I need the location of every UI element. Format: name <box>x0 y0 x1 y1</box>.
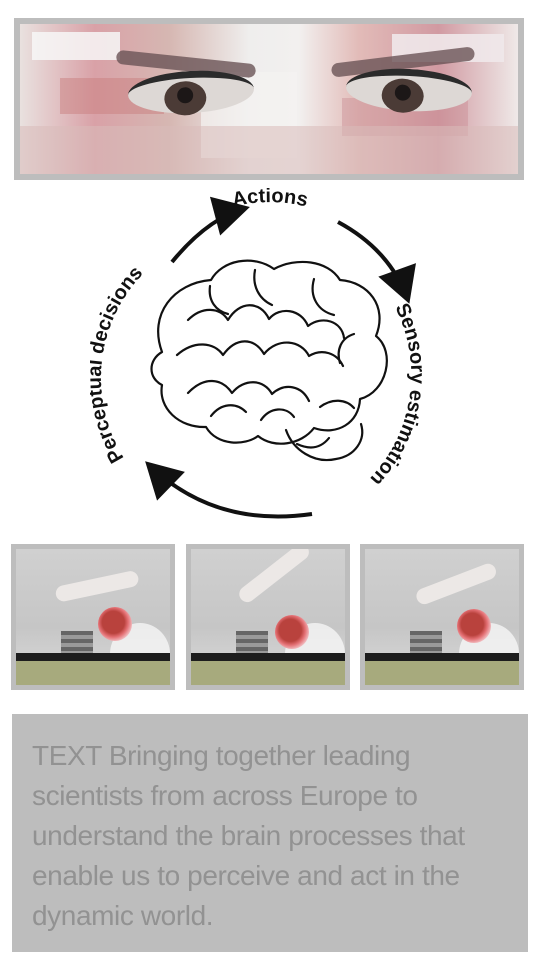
robot-arm <box>414 561 499 607</box>
pixel-block <box>20 126 518 174</box>
robot-arm-image <box>191 549 345 685</box>
robot-arm-photo <box>186 544 350 690</box>
table-surface <box>191 661 345 685</box>
actions-label: Actions <box>230 188 310 211</box>
bench-edge <box>191 653 345 663</box>
perception-action-cycle-diagram: Actions Sensory estimation Perceptual de… <box>90 188 428 519</box>
brain-outline-icon <box>150 259 388 462</box>
robot-arm <box>236 549 313 606</box>
robot-arm-photo <box>360 544 524 690</box>
caption-box: TEXT Bringing together leading scientist… <box>12 714 528 952</box>
table-surface <box>16 661 170 685</box>
target-object <box>275 615 309 649</box>
caption-text: TEXT Bringing together leading scientist… <box>32 740 465 932</box>
table-surface <box>365 661 519 685</box>
cycle-arrow <box>337 220 416 304</box>
arm-mount <box>61 631 93 657</box>
robot-arm-image <box>16 549 170 685</box>
cycle-arrow <box>170 196 250 264</box>
target-object <box>98 607 132 641</box>
eyes-photo <box>14 18 524 180</box>
perceptual-decisions-label: Perceptual decisions <box>90 262 147 467</box>
pixel-block <box>32 32 120 60</box>
arm-mount <box>410 631 442 657</box>
sensory-estimation-label: Sensory estimation <box>366 300 428 490</box>
bench-edge <box>16 653 170 663</box>
robot-arm <box>54 569 140 603</box>
bench-edge <box>365 653 519 663</box>
robot-arm-image <box>365 549 519 685</box>
robot-arm-photo <box>11 544 175 690</box>
target-object <box>457 609 491 643</box>
eyes-image <box>20 24 518 174</box>
cycle-arrow <box>145 461 313 519</box>
arm-mount <box>236 631 268 657</box>
